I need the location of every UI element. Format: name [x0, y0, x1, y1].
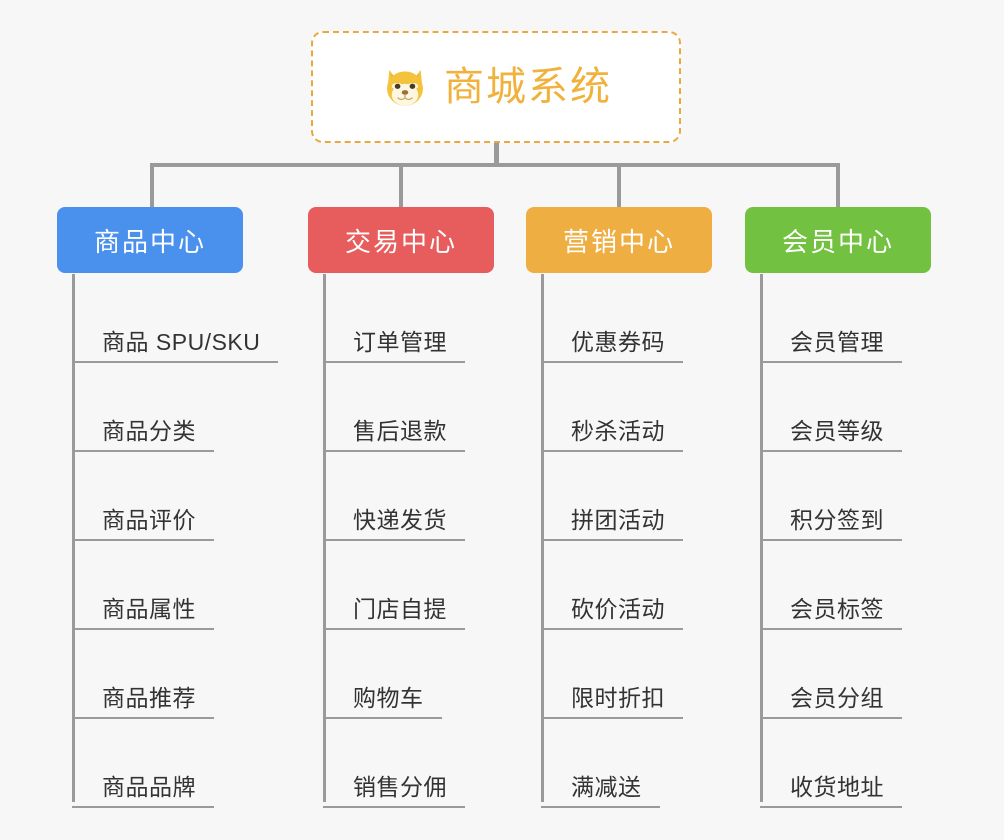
leaf-label: 秒杀活动	[571, 418, 665, 444]
list-item[interactable]: 销售分佣	[323, 719, 465, 808]
leaf-underline: 购物车	[323, 686, 442, 719]
list-item[interactable]: 快递发货	[323, 452, 465, 541]
list-item[interactable]: 会员等级	[760, 363, 902, 452]
leaf-underline: 门店自提	[323, 597, 465, 630]
leaf-label: 砍价活动	[571, 596, 665, 622]
leaf-underline: 会员等级	[760, 419, 902, 452]
leaf-label: 商品属性	[102, 596, 196, 622]
list-item[interactable]: 门店自提	[323, 541, 465, 630]
list-item[interactable]: 积分签到	[760, 452, 902, 541]
list-item[interactable]: 商品评价	[72, 452, 214, 541]
list-item[interactable]: 商品 SPU/SKU	[72, 274, 279, 363]
leaf-underline: 商品属性	[72, 597, 214, 630]
connector-root-stem	[494, 143, 499, 165]
leaf-label: 会员分组	[790, 685, 884, 711]
leaf-label: 商品评价	[102, 507, 196, 533]
leaf-underline: 会员分组	[760, 686, 902, 719]
list-item[interactable]: 会员标签	[760, 541, 902, 630]
leaf-underline: 销售分佣	[323, 775, 465, 808]
leaf-label: 快递发货	[353, 507, 447, 533]
leaf-label: 会员管理	[790, 329, 884, 355]
leaf-underline: 砍价活动	[541, 597, 683, 630]
leaf-underline: 商品推荐	[72, 686, 214, 719]
leaf-label: 限时折扣	[571, 685, 665, 711]
list-item[interactable]: 购物车	[323, 630, 442, 719]
leaf-label: 购物车	[353, 685, 424, 711]
leaf-underline: 商品分类	[72, 419, 214, 452]
leaf-label: 会员等级	[790, 418, 884, 444]
leaf-label: 商品分类	[102, 418, 196, 444]
list-item[interactable]: 限时折扣	[541, 630, 683, 719]
list-item[interactable]: 商品分类	[72, 363, 214, 452]
list-item[interactable]: 满减送	[541, 719, 660, 808]
category-box-marketing-center[interactable]: 营销中心	[526, 207, 712, 273]
shiba-dog-icon	[387, 69, 423, 108]
list-item[interactable]: 订单管理	[323, 274, 465, 363]
leaf-label: 拼团活动	[571, 507, 665, 533]
leaf-label: 商品 SPU/SKU	[102, 329, 261, 355]
leaf-label: 优惠券码	[571, 329, 665, 355]
category-box-member-center[interactable]: 会员中心	[745, 207, 931, 273]
leaf-underline: 商品 SPU/SKU	[72, 329, 279, 363]
leaf-underline: 优惠券码	[541, 330, 683, 363]
leaf-underline: 满减送	[541, 775, 660, 808]
list-item[interactable]: 秒杀活动	[541, 363, 683, 452]
leaf-underline: 会员标签	[760, 597, 902, 630]
branch-spine-product-center	[72, 274, 75, 802]
leaf-label: 售后退款	[353, 418, 447, 444]
leaf-label: 积分签到	[790, 507, 884, 533]
leaf-label: 商品品牌	[102, 774, 196, 800]
leaf-underline: 拼团活动	[541, 508, 683, 541]
leaf-label: 门店自提	[353, 596, 447, 622]
leaf-label: 满减送	[571, 774, 642, 800]
connector-drop-product-center	[150, 163, 154, 209]
category-label-product-center: 商品中心	[93, 226, 206, 257]
category-label-trade-center: 交易中心	[344, 226, 457, 257]
leaf-label: 收货地址	[790, 774, 884, 800]
leaf-underline: 秒杀活动	[541, 419, 683, 452]
leaf-label: 订单管理	[353, 329, 447, 355]
list-item[interactable]: 优惠券码	[541, 274, 683, 363]
branch-spine-marketing-center	[541, 274, 544, 802]
leaf-label: 销售分佣	[353, 774, 447, 800]
list-item[interactable]: 售后退款	[323, 363, 465, 452]
root-title: 商城系统	[444, 65, 612, 109]
list-item[interactable]: 收货地址	[760, 719, 902, 808]
connector-drop-trade-center	[399, 163, 403, 209]
connector-drop-marketing-center	[617, 163, 621, 209]
list-item[interactable]: 砍价活动	[541, 541, 683, 630]
list-item[interactable]: 商品品牌	[72, 719, 214, 808]
leaf-label: 商品推荐	[102, 685, 196, 711]
leaf-underline: 商品品牌	[72, 775, 214, 808]
leaf-underline: 快递发货	[323, 508, 465, 541]
leaf-underline: 收货地址	[760, 775, 902, 808]
list-item[interactable]: 会员分组	[760, 630, 902, 719]
connector-horizontal-bus	[150, 163, 840, 167]
list-item[interactable]: 商品属性	[72, 541, 214, 630]
leaf-label: 会员标签	[790, 596, 884, 622]
category-box-product-center[interactable]: 商品中心	[57, 207, 243, 273]
leaf-underline: 商品评价	[72, 508, 214, 541]
category-label-marketing-center: 营销中心	[562, 226, 675, 257]
leaf-underline: 积分签到	[760, 508, 902, 541]
leaf-underline: 订单管理	[323, 330, 465, 363]
list-item[interactable]: 商品推荐	[72, 630, 214, 719]
leaf-underline: 售后退款	[323, 419, 465, 452]
list-item[interactable]: 会员管理	[760, 274, 902, 363]
root-node[interactable]: 商城系统	[311, 31, 681, 143]
leaf-underline: 限时折扣	[541, 686, 683, 719]
branch-spine-trade-center	[323, 274, 326, 802]
branch-spine-member-center	[760, 274, 763, 802]
category-label-member-center: 会员中心	[781, 226, 894, 257]
connector-drop-member-center	[836, 163, 840, 209]
list-item[interactable]: 拼团活动	[541, 452, 683, 541]
leaf-underline: 会员管理	[760, 330, 902, 363]
category-box-trade-center[interactable]: 交易中心	[308, 207, 494, 273]
